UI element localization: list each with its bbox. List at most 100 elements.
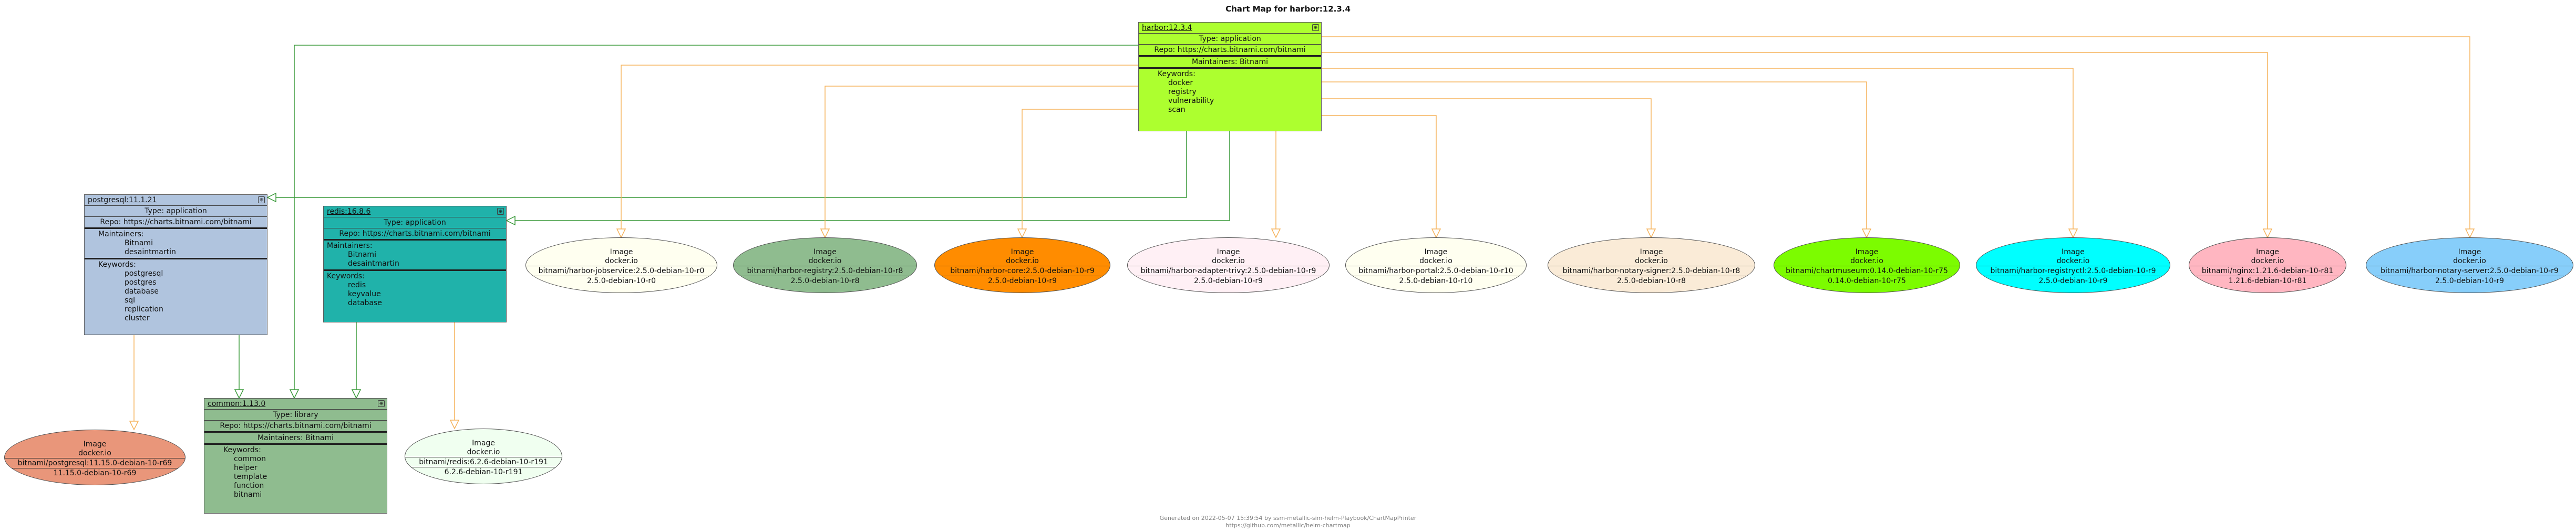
image-registry: docker.io [405, 448, 562, 457]
image-tag: 2.5.0-debian-10-r0 [587, 277, 656, 285]
keyword: database [348, 299, 382, 307]
keyword: template [234, 473, 267, 481]
image-label: Image [1424, 248, 1448, 256]
chart-type: Type: library [204, 409, 387, 420]
chart-node-postgresql[interactable]: postgresql:11.1.21⎈ Type: application Re… [84, 194, 267, 335]
image-label: Image [1640, 248, 1663, 256]
image-label: Image [2458, 248, 2481, 256]
keywords-label: Keywords: [223, 446, 261, 454]
chart-maintainers: Maintainers: Bitnami [204, 431, 387, 443]
image-registry: docker.io [1976, 257, 2170, 266]
image-node-adapter[interactable]: Image docker.io bitnami/harbor-adapter-t… [1127, 237, 1330, 293]
edge-harbor-adapter [1271, 131, 1281, 238]
footer-generated: Generated on 2022-05-07 15:39:54 by ssm-… [1159, 515, 1417, 521]
footer-link: https://github.com/metallic/helm-chartma… [1225, 522, 1351, 529]
chart-name: postgresql:11.1.21 [88, 196, 157, 204]
keyword: docker [1168, 79, 1193, 87]
image-repo: bitnami/chartmuseum:0.14.0-debian-10-r75 [1774, 266, 1960, 276]
image-tag: 2.5.0-debian-10-r8 [790, 277, 860, 285]
image-tag: 2.5.0-debian-10-r9 [988, 277, 1057, 285]
image-node-portal[interactable]: Image docker.io bitnami/harbor-portal:2.… [1345, 237, 1527, 293]
edge-harbor-jobservice [616, 65, 1138, 238]
edge-harbor-server [1322, 36, 2475, 238]
image-node-chartmuseum[interactable]: Image docker.io bitnami/chartmuseum:0.14… [1774, 237, 1960, 293]
edge-redis-image [449, 322, 460, 430]
image-repo: bitnami/harbor-jobservice:2.5.0-debian-1… [526, 266, 717, 276]
image-node-registry[interactable]: Image docker.io bitnami/harbor-registry:… [733, 237, 917, 293]
keyword: replication [125, 305, 163, 314]
image-registry: docker.io [734, 257, 916, 266]
image-registry: docker.io [1774, 257, 1960, 266]
image-label: Image [1011, 248, 1034, 256]
chart-type: Type: application [1139, 33, 1321, 44]
image-repo: bitnami/harbor-notary-signer:2.5.0-debia… [1548, 266, 1755, 276]
keyword: sql [125, 296, 136, 305]
keyword: bitnami [234, 491, 262, 499]
edge-harbor-nginx [1322, 52, 2273, 238]
image-registry: docker.io [2366, 257, 2573, 266]
image-node-core[interactable]: Image docker.io bitnami/harbor-core:2.5.… [934, 237, 1110, 293]
chart-repo: Repo: https://charts.bitnami.com/bitnami [85, 216, 267, 227]
chart-node-redis[interactable]: redis:16.8.6⎈ Type: application Repo: ht… [323, 206, 507, 322]
edge-harbor-registry [820, 86, 1138, 238]
chart-repo: Repo: https://charts.bitnami.com/bitnami [1139, 44, 1321, 55]
image-repo: bitnami/harbor-core:2.5.0-debian-10-r9 [935, 266, 1110, 276]
image-tag: 2.5.0-debian-10-r9 [2435, 277, 2504, 285]
image-node-nginx[interactable]: Image docker.io bitnami/nginx:1.21.6-deb… [2189, 237, 2346, 293]
diagram-title: Chart Map for harbor:12.3.4 [1225, 4, 1351, 14]
image-repo: bitnami/harbor-adapter-trivy:2.5.0-debia… [1128, 266, 1329, 276]
image-tag: 2.5.0-debian-10-r8 [1617, 277, 1686, 285]
image-label: Image [2256, 248, 2279, 256]
image-registry: docker.io [1346, 257, 1526, 266]
keyword: cluster [125, 314, 150, 322]
edge-harbor-registryctl [1322, 68, 2078, 238]
keyword: registry [1168, 88, 1197, 96]
chart-tag-icon: ⎈ [378, 400, 385, 407]
maintainer: desaintmartin [348, 259, 399, 268]
keywords-label: Keywords: [98, 260, 136, 269]
image-node-redis[interactable]: Image docker.io bitnami/redis:6.2.6-debi… [405, 429, 562, 484]
image-repo: bitnami/harbor-notary-server:2.5.0-debia… [2366, 266, 2573, 276]
keyword: scan [1168, 106, 1186, 114]
keyword: vulnerability [1168, 97, 1214, 105]
keyword: database [125, 287, 159, 296]
image-tag: 0.14.0-debian-10-r75 [1828, 277, 1906, 285]
image-tag: 2.5.0-debian-10-r9 [1194, 277, 1263, 285]
image-registry: docker.io [1128, 257, 1329, 266]
image-tag: 1.21.6-debian-10-r81 [2228, 277, 2307, 285]
chart-repo: Repo: https://charts.bitnami.com/bitnami [324, 228, 506, 239]
maintainers-label: Maintainers: [98, 230, 144, 238]
image-node-registryctl[interactable]: Image docker.io bitnami/harbor-registryc… [1976, 237, 2170, 293]
image-registry: docker.io [1548, 257, 1755, 266]
image-node-jobservice[interactable]: Image docker.io bitnami/harbor-jobservic… [525, 237, 717, 293]
image-repo: bitnami/harbor-portal:2.5.0-debian-10-r1… [1346, 266, 1526, 276]
image-repo: bitnami/postgresql:11.15.0-debian-10-r69 [5, 458, 185, 468]
chart-name: harbor:12.3.4 [1142, 24, 1192, 32]
image-node-server[interactable]: Image docker.io bitnami/harbor-notary-se… [2366, 237, 2573, 293]
chart-name: common:1.13.0 [208, 400, 266, 408]
keyword: helper [234, 464, 257, 472]
maintainer: Bitnami [125, 239, 153, 247]
chart-name: redis:16.8.6 [327, 207, 371, 216]
image-node-signer[interactable]: Image docker.io bitnami/harbor-notary-si… [1548, 237, 1755, 293]
image-repo: bitnami/redis:6.2.6-debian-10-r191 [405, 457, 562, 467]
image-tag: 2.5.0-debian-10-r9 [2038, 277, 2108, 285]
chart-tag-icon: ⎈ [258, 196, 265, 203]
image-node-postgresql[interactable]: Image docker.io bitnami/postgresql:11.15… [4, 430, 186, 485]
chart-node-harbor[interactable]: harbor:12.3.4 ⎈ Type: application Repo: h… [1138, 22, 1322, 131]
image-label: Image [83, 440, 107, 448]
chart-tag-icon: ⎈ [497, 208, 504, 215]
chart-maintainers: Maintainers: Bitnami [1139, 55, 1321, 67]
keyword: redis [348, 281, 366, 289]
edge-postgresql-image [129, 335, 139, 431]
image-repo: bitnami/harbor-registryctl:2.5.0-debian-… [1976, 266, 2170, 276]
edge-harbor-signer [1322, 98, 1656, 238]
keywords-label: Keywords: [1158, 70, 1196, 78]
image-label: Image [1855, 248, 1879, 256]
keyword: postgres [125, 278, 157, 287]
image-label: Image [472, 439, 495, 447]
chart-tag-icon: ⎈ [1312, 24, 1319, 31]
chart-node-common[interactable]: common:1.13.0⎈ Type: library Repo: https… [204, 398, 387, 514]
edge-harbor-chartmuseum [1322, 81, 1872, 238]
